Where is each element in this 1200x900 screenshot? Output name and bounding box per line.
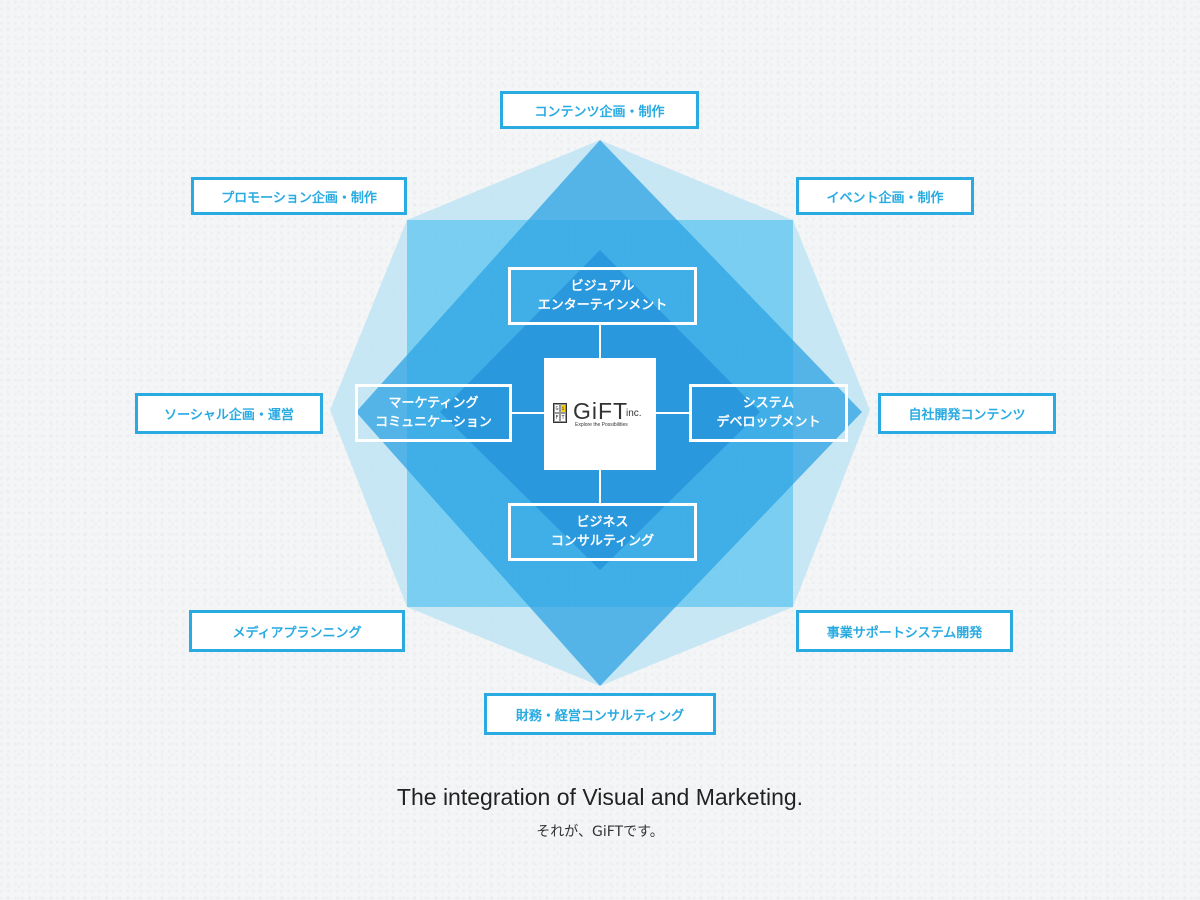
outer-service-own-content: 自社開発コンテンツ	[878, 393, 1056, 434]
outer-service-promotion-label: プロモーション企画・制作	[221, 190, 377, 206]
logo-suffix: inc.	[626, 408, 642, 419]
core-service-marketing-line2: コミュニケーション	[375, 415, 492, 430]
core-service-business: ビジネス コンサルティング	[508, 503, 697, 561]
core-service-visual: ビジュアル エンターテインメント	[508, 267, 697, 325]
core-service-business-line1: ビジネス	[576, 515, 629, 530]
logo-mark-icon: G i F T	[553, 403, 567, 423]
outer-service-promotion: プロモーション企画・制作	[191, 177, 407, 215]
outer-service-content: コンテンツ企画・制作	[500, 91, 699, 129]
logo-mark-cell: F	[554, 413, 560, 422]
core-service-system-line2: デベロップメント	[716, 415, 821, 430]
core-service-visual-line2: エンターテインメント	[537, 298, 668, 313]
core-service-business-line2: コンサルティング	[550, 534, 655, 549]
outer-service-support-system: 事業サポートシステム開発	[796, 610, 1013, 652]
logo-mark-cell: T	[560, 413, 566, 422]
outer-service-social-label: ソーシャル企画・運営	[164, 408, 294, 423]
outer-service-social: ソーシャル企画・運営	[135, 393, 323, 434]
outer-service-event: イベント企画・制作	[796, 177, 974, 215]
logo-mark-cell: i	[560, 404, 566, 413]
tagline-japanese: それが、GiFTです。	[536, 824, 664, 840]
company-logo: G i F T GiFT inc. Explore the Possibilit…	[544, 358, 656, 470]
outer-service-finance-label: 財務・経営コンサルティング	[515, 708, 685, 724]
outer-service-media-label: メディアプランニング	[232, 625, 362, 641]
logo-mark-cell: G	[554, 404, 560, 413]
core-service-marketing: マーケティング コミュニケーション	[355, 384, 512, 442]
outer-service-content-label: コンテンツ企画・制作	[534, 104, 665, 120]
logo-tagline: Explore the Possibilities	[575, 422, 628, 428]
outer-service-event-label: イベント企画・制作	[826, 190, 944, 206]
logo-name: GiFT	[573, 398, 629, 424]
outer-service-own-content-label: 自社開発コンテンツ	[908, 408, 1026, 423]
core-service-system-line1: システム	[742, 396, 795, 411]
core-service-marketing-line1: マーケティング	[388, 396, 479, 411]
tagline-english: The integration of Visual and Marketing.	[396, 784, 804, 810]
outer-service-finance: 財務・経営コンサルティング	[484, 693, 716, 735]
outer-service-media: メディアプランニング	[189, 610, 405, 652]
core-service-system: システム デベロップメント	[689, 384, 848, 442]
core-service-visual-line1: ビジュアル	[570, 279, 635, 294]
outer-service-support-system-label: 事業サポートシステム開発	[826, 625, 983, 641]
